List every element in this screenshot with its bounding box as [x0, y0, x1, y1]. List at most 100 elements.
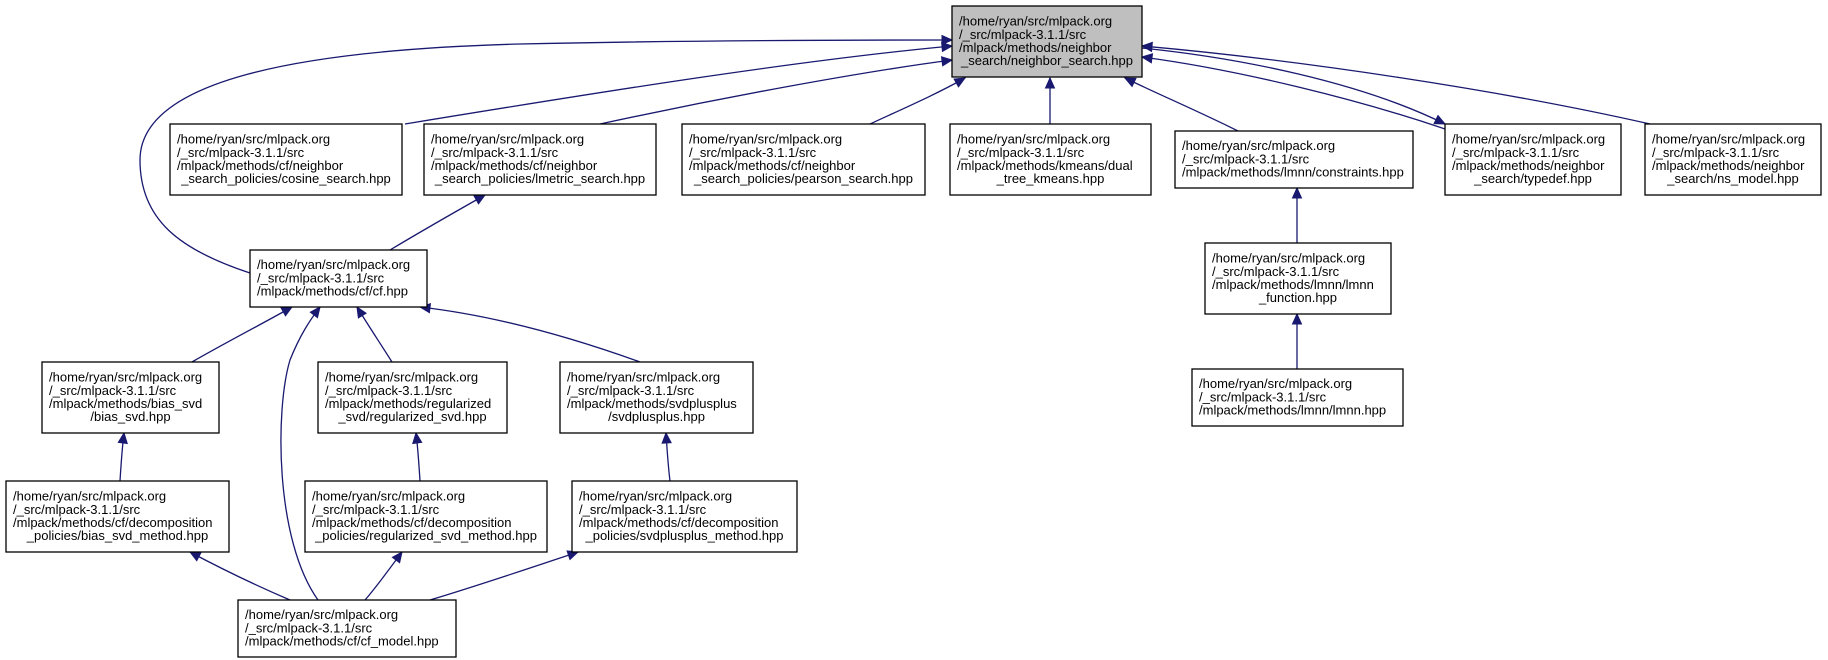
- node-label-line: _search_policies/lmetric_search.hpp: [434, 171, 645, 186]
- edge-arrowhead-icon: [1044, 76, 1056, 89]
- node-bias-svd-method[interactable]: /home/ryan/src/mlpack.org/_src/mlpack-3.…: [5, 480, 230, 553]
- node-box[interactable]: [571, 480, 798, 553]
- node-label-line: /_src/mlpack-3.1.1/src: [177, 145, 305, 160]
- node-label-line: /_src/mlpack-3.1.1/src: [1452, 145, 1580, 160]
- node-dual-tree-kmeans[interactable]: /home/ryan/src/mlpack.org/_src/mlpack-3.…: [949, 123, 1152, 196]
- node-label-line: _search_policies/cosine_search.hpp: [180, 171, 391, 186]
- node-neighbor-search[interactable]: /home/ryan/src/mlpack.org/_src/mlpack-3.…: [951, 5, 1143, 78]
- node-box[interactable]: [949, 123, 1152, 196]
- node-box[interactable]: [1174, 130, 1414, 189]
- node-label-line: /home/ryan/src/mlpack.org: [431, 132, 584, 147]
- node-svdplusplus-method[interactable]: /home/ryan/src/mlpack.org/_src/mlpack-3.…: [571, 480, 798, 553]
- node-label-line: /_src/mlpack-3.1.1/src: [959, 27, 1087, 42]
- edge-svdplusplus-to-cf: [418, 302, 641, 363]
- node-label-line: /home/ryan/src/mlpack.org: [959, 14, 1112, 29]
- edge-neighbor_search-to-typedef: [1141, 47, 1447, 125]
- edge-arrowhead-icon: [1433, 114, 1447, 125]
- node-box[interactable]: [169, 123, 403, 196]
- node-label-line: /home/ryan/src/mlpack.org: [49, 370, 202, 385]
- node-box[interactable]: [237, 599, 457, 658]
- node-constraints[interactable]: /home/ryan/src/mlpack.org/_src/mlpack-3.…: [1174, 130, 1414, 189]
- edge-bias_svd-to-cf: [191, 306, 294, 363]
- node-box[interactable]: [681, 123, 926, 196]
- node-label-line: /_src/mlpack-3.1.1/src: [257, 270, 385, 285]
- node-label-line: _policies/bias_svd_method.hpp: [26, 528, 208, 543]
- node-box[interactable]: [1644, 123, 1822, 196]
- node-label-line: /_src/mlpack-3.1.1/src: [1212, 264, 1340, 279]
- node-label-line: /home/ryan/src/mlpack.org: [1652, 132, 1805, 147]
- edge-typedef-to-neighbor_search: [1140, 53, 1446, 130]
- node-box[interactable]: [559, 361, 754, 434]
- node-box[interactable]: [423, 123, 657, 196]
- node-label-line: /mlpack/methods/cf/neighbor: [689, 158, 856, 173]
- node-label-line: /home/ryan/src/mlpack.org: [1199, 376, 1352, 391]
- node-box[interactable]: [304, 480, 548, 553]
- edge-arrowhead-icon: [940, 56, 954, 67]
- node-svdplusplus[interactable]: /home/ryan/src/mlpack.org/_src/mlpack-3.…: [559, 361, 754, 434]
- node-pearson-search[interactable]: /home/ryan/src/mlpack.org/_src/mlpack-3.…: [681, 123, 926, 196]
- edge-arrowhead-icon: [941, 41, 954, 53]
- edge-line: [280, 306, 321, 601]
- node-ns-model[interactable]: /home/ryan/src/mlpack.org/_src/mlpack-3.…: [1644, 123, 1822, 196]
- node-label-line: /bias_svd.hpp: [90, 409, 170, 424]
- node-label-line: _search/typedef.hpp: [1473, 171, 1592, 186]
- node-label-line: /mlpack/methods/neighbor: [959, 40, 1112, 55]
- node-lmetric-search[interactable]: /home/ryan/src/mlpack.org/_src/mlpack-3.…: [423, 123, 657, 196]
- node-label-line: /_src/mlpack-3.1.1/src: [13, 502, 141, 517]
- edge-line: [191, 306, 293, 363]
- node-typedef[interactable]: /home/ryan/src/mlpack.org/_src/mlpack-3.…: [1444, 123, 1622, 196]
- edge-arrowhead-icon: [1140, 41, 1153, 53]
- node-label-line: /_src/mlpack-3.1.1/src: [245, 620, 373, 635]
- edge-arrowhead-icon: [356, 305, 367, 319]
- node-label-line: /_src/mlpack-3.1.1/src: [49, 383, 177, 398]
- node-cosine-search[interactable]: /home/ryan/src/mlpack.org/_src/mlpack-3.…: [169, 123, 403, 196]
- node-label-line: _search/neighbor_search.hpp: [960, 53, 1133, 68]
- node-cf-model[interactable]: /home/ryan/src/mlpack.org/_src/mlpack-3.…: [237, 599, 457, 658]
- edge-regularized_svd-to-cf: [356, 305, 393, 363]
- edge-arrowhead-icon: [1123, 77, 1137, 88]
- node-box[interactable]: [1204, 242, 1392, 315]
- node-box[interactable]: [1444, 123, 1622, 196]
- edge-lmnn-to-lmnn_function: [1291, 312, 1303, 369]
- node-label-line: /_src/mlpack-3.1.1/src: [567, 383, 695, 398]
- node-label-line: /_src/mlpack-3.1.1/src: [689, 145, 817, 160]
- edge-line: [389, 194, 486, 251]
- node-lmnn[interactable]: /home/ryan/src/mlpack.org/_src/mlpack-3.…: [1191, 368, 1404, 427]
- edge-cf-to-lmetric_search: [389, 194, 487, 251]
- edge-ns_model-to-neighbor_search: [1140, 41, 1651, 125]
- node-label-line: /home/ryan/src/mlpack.org: [1452, 132, 1605, 147]
- node-box[interactable]: [249, 249, 428, 308]
- edge-constraints-to-neighbor_search: [1123, 77, 1239, 132]
- node-label-line: _tree_kmeans.hpp: [996, 171, 1105, 186]
- edge-line: [1141, 45, 1651, 125]
- edge-bias_svd_method-to-bias_svd: [117, 431, 128, 482]
- edge-arrowhead-icon: [661, 431, 672, 444]
- node-label-line: /home/ryan/src/mlpack.org: [1182, 138, 1335, 153]
- node-label-line: /mlpack/methods/regularized: [325, 396, 491, 411]
- node-label-line: /mlpack/methods/svdplusplus: [567, 396, 737, 411]
- node-label-line: /home/ryan/src/mlpack.org: [567, 370, 720, 385]
- edge-arrowhead-icon: [280, 306, 294, 317]
- node-lmnn-function[interactable]: /home/ryan/src/mlpack.org/_src/mlpack-3.…: [1204, 242, 1392, 315]
- node-bias-svd[interactable]: /home/ryan/src/mlpack.org/_src/mlpack-3.…: [41, 361, 220, 434]
- node-cf[interactable]: /home/ryan/src/mlpack.org/_src/mlpack-3.…: [249, 249, 428, 308]
- edge-lmetric_search-to-neighbor_search: [599, 56, 954, 125]
- edge-line: [1141, 56, 1446, 130]
- node-box[interactable]: [5, 480, 230, 553]
- node-label-line: /mlpack/methods/cf/cf_model.hpp: [245, 634, 439, 649]
- edge-line: [419, 306, 641, 363]
- node-box[interactable]: [317, 361, 508, 434]
- node-regularized-svd[interactable]: /home/ryan/src/mlpack.org/_src/mlpack-3.…: [317, 361, 508, 434]
- edge-arrowhead-icon: [473, 194, 487, 205]
- node-label-line: /mlpack/methods/cf/decomposition: [13, 515, 212, 530]
- edge-cf_model-to-bias_svd_method: [188, 551, 291, 601]
- edge-cf_model-to-cf: [280, 306, 321, 601]
- node-box[interactable]: [951, 5, 1143, 78]
- node-box[interactable]: [1191, 368, 1404, 427]
- node-label-line: /_src/mlpack-3.1.1/src: [312, 502, 440, 517]
- node-regularized-svd-method[interactable]: /home/ryan/src/mlpack.org/_src/mlpack-3.…: [304, 480, 548, 553]
- node-box[interactable]: [41, 361, 220, 434]
- edge-arrowhead-icon: [309, 306, 321, 319]
- edge-line: [1141, 47, 1446, 125]
